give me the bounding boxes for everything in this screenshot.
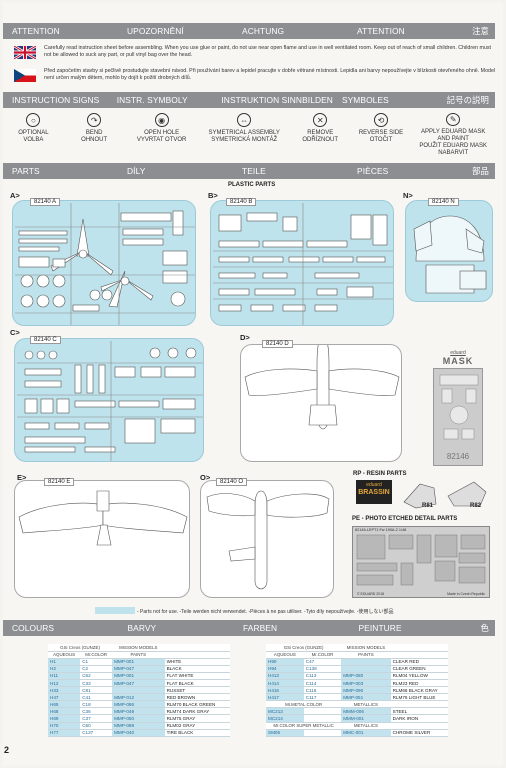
warning-cz: Před započetím stavby si pečlivě prostud… (14, 68, 496, 82)
page-number: 2 (4, 745, 10, 755)
sprue-d-letter: D> (240, 333, 250, 342)
resin-part-r82: R82 (470, 503, 482, 509)
sprue-d-code: 82140 D (262, 340, 293, 348)
sprue-o-parts (206, 490, 330, 590)
sprue-e-parts (18, 490, 188, 546)
sign-bend: ↷ BEND OHNOUT (64, 113, 125, 157)
mask-brand: eduard (450, 350, 466, 356)
sign-reverse: ⟲ REVERSE SIDE OTOČIT (351, 113, 412, 157)
sprue-o-code: 82140 O (216, 478, 248, 486)
colour-table-right: GSi Creos (GUNZE) MISSION MODELS AQUEOUS… (266, 644, 448, 737)
parts-band: PARTS DÍLY TEILE PIÈCES 部品 (3, 163, 495, 179)
sign-open-hole: ◉ OPEN HOLE VYVRTAT OTVOR (125, 113, 199, 157)
band-cz: UPOZORNĚNÍ (127, 26, 184, 36)
bend-icon: ↷ (87, 113, 102, 127)
legend-text: - Parts not for use. -Teile werden nicht… (137, 609, 394, 615)
pe-fret-parts (356, 534, 486, 586)
band-en: ATTENTION (12, 26, 60, 36)
colour-table-left: GSi Creos (GUNZE) MISSION MODELS AQUEOUS… (48, 644, 230, 737)
sign-optional: ○ OPTIONAL VOLBA (3, 113, 64, 157)
sprue-c-code: 82140 C (30, 336, 61, 344)
brassin-logo: eduard BRASSIN (356, 480, 392, 504)
sprue-a-letter: A> (10, 191, 20, 200)
optional-icon: ○ (26, 113, 41, 127)
sprue-a-parts (15, 203, 195, 325)
reverse-icon: ⟲ (374, 113, 388, 127)
mask-code: 82146 (446, 452, 470, 461)
band-de: ACHTUNG (242, 26, 285, 36)
warning-en: Carefully read instruction sheet before … (14, 45, 496, 59)
sprue-c (14, 338, 204, 462)
sprue-e-code: 82140 E (44, 478, 75, 486)
sprue-e (14, 480, 190, 598)
cz-flag-icon (14, 69, 36, 82)
sprue-c-letter: C> (10, 328, 20, 337)
plastic-parts-title: PLASTIC PARTS (228, 182, 276, 188)
colours-band: COLOURS BARVY FARBEN PEINTURE 色 (3, 620, 495, 636)
pe-title: PE - PHOTO ETCHED DETAIL PARTS (352, 516, 458, 522)
mask-frame: 82146 (433, 368, 483, 466)
sprue-o (200, 480, 334, 598)
instruction-signs: ○ OPTIONAL VOLBA ↷ BEND OHNOUT ◉ OPEN HO… (3, 113, 495, 157)
mask-shapes (439, 374, 479, 440)
pe-fret: 82146-LEPT1 Fw 190A-2 1/48 © EDUARD 2018… (352, 526, 490, 598)
mask-title: MASK (442, 356, 474, 366)
attention-band: ATTENTION UPOZORNĚNÍ ACHTUNG ATTENTION 注… (3, 23, 495, 39)
sign-remove: ✕ REMOVE ODŘÍZNOUT (290, 113, 351, 157)
sprue-b-parts (213, 203, 393, 325)
open-hole-icon: ◉ (154, 113, 169, 127)
sprue-n-code: 82140 N (428, 198, 459, 206)
sprue-a (12, 200, 196, 326)
sign-symmetrical: ⇔ SYMETRICAL ASSEMBLY SYMETRICKÁ MONTÁŽ (199, 113, 290, 157)
symmetrical-icon: ⇔ (237, 113, 252, 127)
legend-swatch (95, 607, 135, 614)
sprue-b-code: 82140 B (226, 198, 257, 206)
mask-sheet: eduard MASK 82146 (430, 350, 486, 480)
sprue-e-letter: E> (17, 473, 27, 482)
sign-mask-paint: ✎ APPLY EDUARD MASK AND PAINT POUŽIT EDU… (419, 113, 487, 156)
band-jp: 注意 (472, 26, 490, 36)
signs-band: INSTRUCTION SIGNS INSTR. SYMBOLY INSTRUK… (3, 92, 495, 108)
uk-flag-icon (14, 46, 36, 59)
resin-title: RP - RESIN PARTS (353, 471, 407, 477)
sprue-b-letter: B> (208, 191, 218, 200)
sprue-n-letter: N> (403, 191, 413, 200)
resin-part-r81: R81 (422, 503, 434, 509)
band-fr: ATTENTION (357, 26, 405, 36)
sprue-n (405, 200, 493, 302)
mask-paint-icon: ✎ (446, 113, 461, 126)
resin-parts-drawing (403, 481, 487, 509)
sprue-b (210, 200, 394, 326)
sprue-d (240, 336, 402, 462)
sprue-a-code: 82140 A (30, 198, 61, 206)
remove-icon: ✕ (313, 113, 328, 127)
sprue-d-parts (244, 336, 400, 430)
sprue-n-parts (413, 215, 487, 294)
sprue-o-letter: O> (200, 473, 211, 482)
sprue-c-parts (17, 341, 203, 461)
